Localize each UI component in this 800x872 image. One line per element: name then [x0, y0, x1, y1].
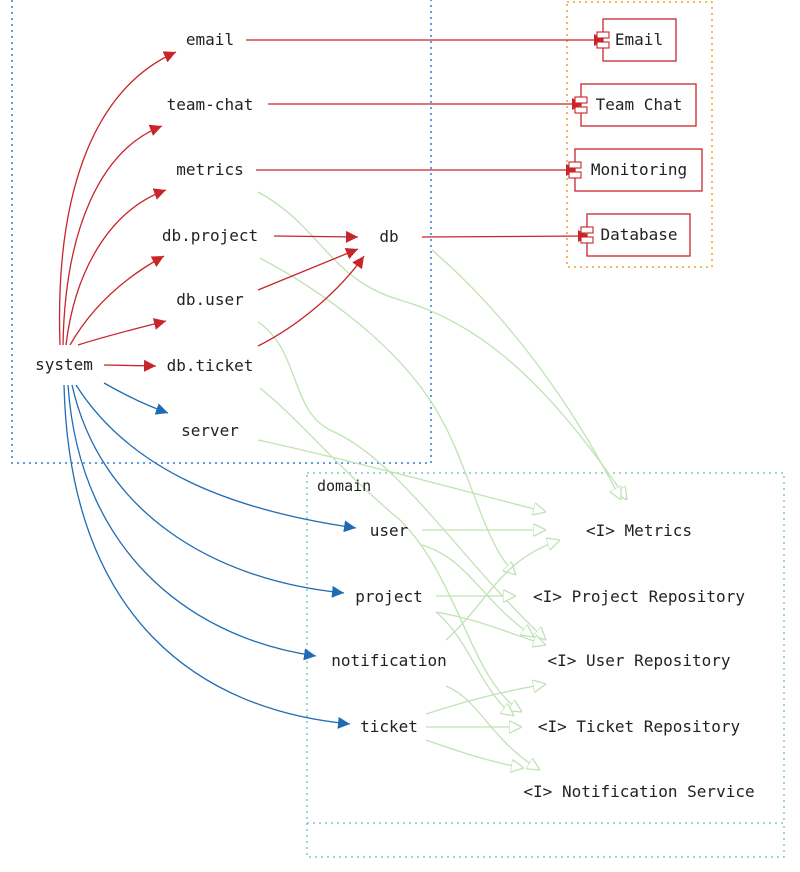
- edge-system-to-notification: [67, 384, 317, 661]
- node-ticket: ticket: [360, 717, 418, 736]
- adapter-edges: [246, 34, 606, 347]
- edge-db-to-database-component: [421, 230, 591, 243]
- node-notification: notification: [331, 651, 447, 670]
- external-systems-boundary: [566, 1, 713, 268]
- system-boundary: [11, 0, 432, 464]
- edge-system-to-server: [103, 382, 169, 415]
- edge-system-to-team-chat: [62, 124, 163, 346]
- edge-system-to-db-user: [77, 318, 167, 346]
- component-monitoring-label: Monitoring: [591, 160, 687, 179]
- edge-system-to-db-ticket: [103, 359, 157, 372]
- interface-user-repository: <I> User Repository: [547, 651, 730, 670]
- component-team-chat-label: Team Chat: [596, 95, 683, 114]
- edge-ticket-to-user-repository: [425, 684, 546, 715]
- implementation-edges: [257, 191, 627, 770]
- edge-ticket-to-notification-service: [425, 739, 524, 768]
- node-db-user: db.user: [176, 290, 244, 309]
- system-to-domain-edges: [63, 382, 357, 729]
- edge-system-to-metrics: [65, 188, 167, 346]
- edge-project-to-ticket-repository: [435, 611, 514, 716]
- edge-system-to-user: [75, 384, 357, 533]
- domain-boundary-outer: [306, 823, 785, 858]
- node-email: email: [186, 30, 234, 49]
- component-database: Database: [580, 213, 691, 257]
- edge-system-to-email: [58, 51, 177, 346]
- component-database-label: Database: [600, 225, 677, 244]
- node-server: server: [181, 421, 239, 440]
- interface-metrics: <I> Metrics: [586, 521, 692, 540]
- edge-db-project-to-db: [273, 230, 359, 243]
- edge-db-ticket-to-db: [257, 255, 365, 347]
- component-email: Email: [596, 18, 677, 62]
- component-monitoring: Monitoring: [568, 148, 703, 192]
- node-metrics: metrics: [176, 160, 243, 179]
- edge-project-to-user-repository: [435, 611, 546, 645]
- component-team-chat: Team Chat: [574, 83, 697, 127]
- component-email-label: Email: [615, 30, 663, 49]
- system-to-adapter-edges: [58, 51, 177, 372]
- edge-db-ticket-to-ticket-repository: [259, 387, 522, 712]
- node-project: project: [355, 587, 422, 606]
- interface-project-repository: <I> Project Repository: [533, 587, 745, 606]
- edge-notification-to-metrics-interface: [445, 540, 560, 641]
- edge-system-to-project: [71, 384, 345, 598]
- node-user: user: [370, 521, 409, 540]
- interface-notification-service: <I> Notification Service: [523, 782, 754, 801]
- domain-group-label: domain: [317, 477, 371, 495]
- node-system: system: [35, 355, 93, 374]
- node-db-ticket: db.ticket: [167, 356, 254, 375]
- edge-system-to-db-project: [69, 255, 165, 346]
- edge-db-user-to-db: [257, 248, 359, 291]
- edge-server-to-metrics-interface: [257, 439, 546, 512]
- interface-ticket-repository: <I> Ticket Repository: [538, 717, 741, 736]
- edge-db-user-to-user-repository: [257, 321, 546, 640]
- edge-metrics-to-metrics-interface: [257, 191, 627, 500]
- edge-system-to-ticket: [63, 384, 351, 729]
- edge-db-to-metrics-interface: [431, 249, 621, 500]
- node-db: db: [379, 227, 398, 246]
- edge-db-project-to-project-repository: [259, 257, 516, 575]
- edge-notification-to-notification-service: [445, 685, 540, 770]
- node-team-chat: team-chat: [167, 95, 254, 114]
- node-db-project: db.project: [162, 226, 258, 245]
- edge-user-to-user-repository: [421, 544, 534, 637]
